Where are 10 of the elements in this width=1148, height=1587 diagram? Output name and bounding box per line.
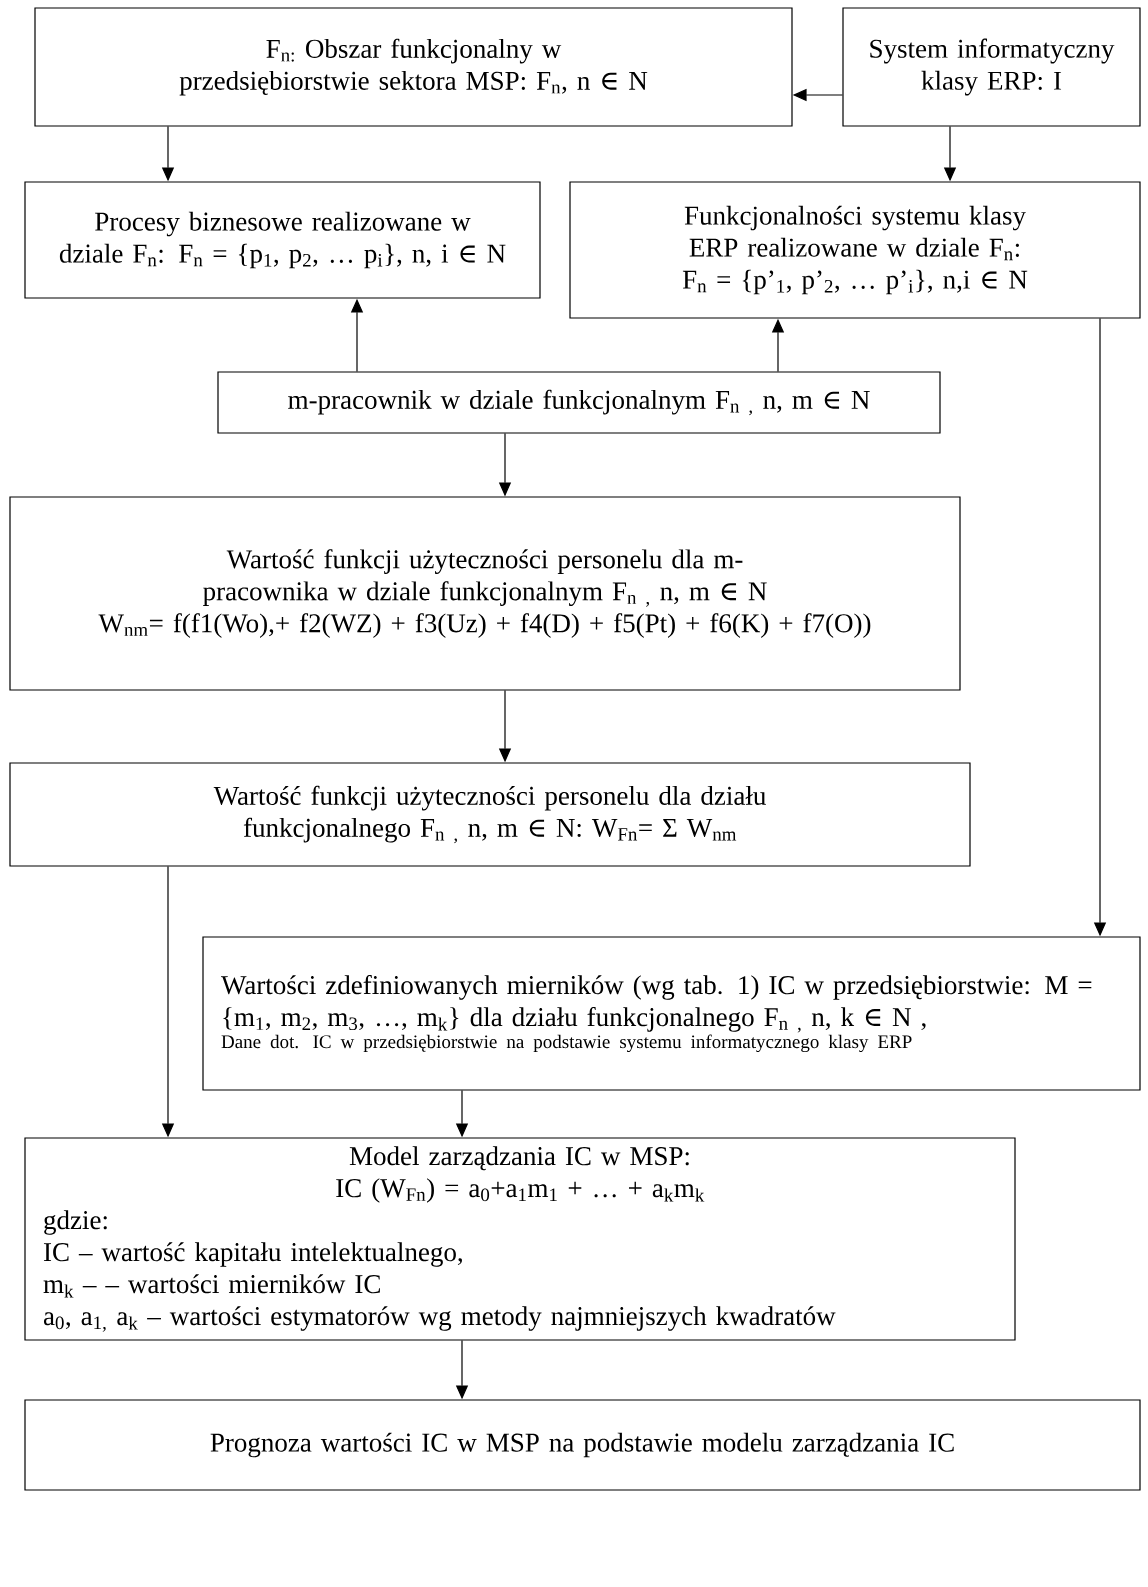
process-box: Wartość funkcji użyteczności personelu dla m-pracownika w dziale funkcjonalnym F$_{n ,}$ n, m ∈ N W$_{nm}$= f(f1(Wo),+ f2(WZ) + f3(Uz) + f4(D) + f5(Pt) + f6(K) + f7(O)) (9, 496, 961, 691)
process-box: m-pracownik w dziale funkcjonalnym F$_{n ,}$ n, m ∈ N (217, 371, 941, 434)
process-box: F$_{n:}$ Obszar funkcjonalny w przedsiębiorstwie sektora MSP: F$_{n}$, n ∈ N (34, 7, 793, 127)
process-box: Funkcjonalności systemu klasy ERP realizowane w dziale F$_{n}$: F$_{n}$ = {p’$_{1}$, p’$_{2}$, … p’$_{i}$}, n,i ∈ N (569, 181, 1141, 319)
process-box: Wartości zdefiniowanych mierników (wg tab. 1) IC w przedsiębiorstwie: M = {m$_{1}$, m$_{2}$, m$_{3}$, …, m$_{k}$} dla działu funkcjonalnego F$_{n ,}$ n, k ∈ N , Dane dot. IC w przedsiębiorstwie na podstawie systemu informatycznego klasy ERP (202, 936, 1141, 1091)
process-box: Wartość funkcji użyteczności personelu dla działu funkcjonalnego F$_{n ,}$ n, m ∈ N: W$_{Fn}$= Σ W$_{nm}$ (9, 762, 971, 867)
process-box: Procesy biznesowe realizowane w dziale F$_{n}$: F$_{n}$ = {p$_{1}$, p$_{2}$, … p$_{i}$}, n, i ∈ N (24, 181, 541, 299)
process-box: System informatyczny klasy ERP: I (842, 7, 1141, 127)
process-box: Prognoza wartości IC w MSP na podstawie modelu zarządzania IC (24, 1399, 1141, 1491)
process-box: Model zarządzania IC w MSP: IC (W$_{Fn}$) = a$_{0}$+a$_{1}$m$_{1}$ + … + a$_{k}$m$_{k}$ gdzie: IC – wartość kapitału intelektualnego, m$_{k}$ – – wartości mierników IC a$_{0}$, a$_{1,}$ a$_{k}$ – wartości estymatorów wg metody najmniejszych kwadratów (24, 1137, 1016, 1341)
